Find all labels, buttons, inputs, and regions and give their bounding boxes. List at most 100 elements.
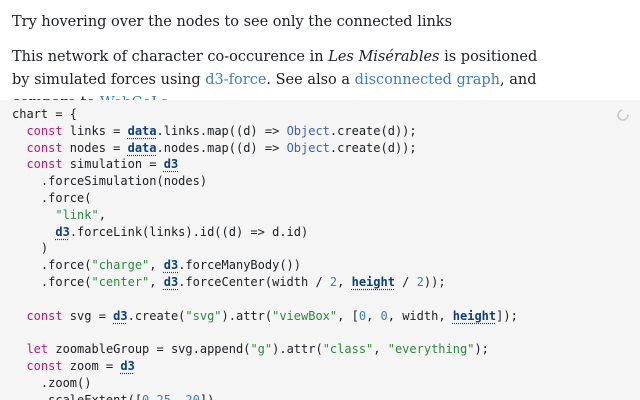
code-token — [12, 124, 26, 138]
code-token: zoom = — [62, 358, 121, 373]
code-token: , — [170, 392, 186, 400]
code-token: )); — [423, 274, 446, 289]
cell-reference[interactable]: data — [127, 140, 157, 155]
code-token: ) — [12, 241, 49, 256]
cell-reference[interactable]: d3 — [163, 274, 179, 289]
code-line: const links = data.links.map((d) => Obje… — [12, 123, 640, 140]
cell-reference[interactable]: d3 — [113, 308, 128, 323]
code-line: .forceSimulation(nodes) — [12, 173, 640, 190]
code-token: chart = { — [12, 107, 78, 121]
code-line — [12, 324, 640, 341]
d3-force-link[interactable]: d3-force — [205, 72, 267, 88]
code-string: "charge" — [91, 258, 150, 273]
code-number: 0 — [358, 308, 367, 323]
code-token: , — [149, 274, 164, 289]
code-editor[interactable]: chart = { const links = data.links.map((… — [0, 100, 640, 400]
code-token: .forceLink(links).id((d) => d.id) — [69, 224, 309, 239]
code-token: .create(d)); — [329, 140, 417, 155]
description-text: is positioned by simulated forces using — [12, 49, 538, 88]
code-token — [12, 309, 26, 323]
code-line: const nodes = data.nodes.map((d) => Obje… — [12, 140, 640, 157]
cell-reference[interactable]: d3 — [163, 258, 179, 273]
cell-reference[interactable]: d3 — [55, 224, 70, 239]
code-line: chart = { — [12, 106, 640, 123]
code-token: links = — [62, 123, 128, 138]
code-cell[interactable]: chart = { const links = data.links.map((… — [0, 100, 640, 400]
code-line: const zoom = d3 — [12, 358, 640, 375]
code-token: / — [394, 274, 417, 289]
code-line: .force("charge", d3.forceManyBody()) — [12, 257, 640, 274]
code-token: , — [149, 258, 164, 273]
code-token — [12, 225, 55, 239]
code-number: 2 — [329, 274, 338, 289]
code-number: 0 — [380, 308, 388, 323]
code-token: ).attr( — [221, 308, 273, 323]
code-line: .force("center", d3.forceCenter(width / … — [12, 274, 640, 291]
code-line: .zoom() — [12, 375, 640, 392]
code-token: svg = — [62, 308, 114, 323]
description-text: This network of character co-occurence i… — [12, 49, 329, 65]
code-token — [12, 208, 55, 222]
code-token: simulation = — [62, 157, 164, 172]
code-token: , [ — [337, 308, 359, 323]
code-token — [12, 359, 26, 373]
cell-reference[interactable]: d3 — [120, 358, 135, 373]
code-line: let zoomableGroup = svg.append("g").attr… — [12, 341, 640, 358]
code-token: .links.map((d) => — [156, 123, 287, 138]
code-token: , — [366, 308, 381, 323]
code-string: "svg" — [185, 308, 222, 323]
title-italic: Les Misérables — [328, 49, 440, 65]
code-token: .forceManyBody()) — [178, 258, 302, 273]
code-line: d3.forceLink(links).id((d) => d.id) — [12, 224, 640, 241]
code-token: , — [98, 207, 106, 222]
code-number: 0.25 — [142, 392, 171, 400]
code-token: .zoom() — [12, 375, 92, 390]
code-line: ) — [12, 240, 640, 257]
code-token: .nodes.map((d) => — [156, 140, 287, 155]
code-token: nodes = — [62, 140, 128, 155]
code-token: .forceSimulation(nodes) — [12, 174, 208, 189]
code-string: "viewBox" — [272, 308, 338, 323]
code-token: , width, — [387, 308, 453, 323]
code-keyword: const — [26, 358, 63, 373]
code-number: 2 — [416, 274, 424, 289]
code-string: "class" — [322, 342, 374, 357]
code-token: .create( — [127, 308, 186, 323]
code-token: Object — [286, 123, 330, 138]
code-token: ]); — [496, 308, 518, 323]
code-keyword: let — [26, 342, 49, 357]
disconnected-graph-link[interactable]: disconnected graph — [354, 72, 501, 88]
cell-reference[interactable]: data — [127, 123, 157, 138]
code-token: .create(d)); — [329, 123, 417, 138]
code-token: .force( — [12, 258, 92, 273]
code-string: "center" — [91, 274, 150, 289]
code-token — [12, 157, 26, 171]
code-token: ]) — [199, 392, 215, 400]
code-token — [12, 141, 26, 155]
code-number: 20 — [185, 392, 200, 400]
code-string: "g" — [250, 342, 273, 357]
code-token: , — [373, 342, 388, 357]
code-line: "link", — [12, 207, 640, 224]
code-keyword: const — [26, 157, 63, 172]
code-token: Object — [286, 140, 330, 155]
code-string: "link" — [55, 207, 99, 222]
code-keyword: const — [26, 308, 63, 323]
loading-spinner-icon — [617, 109, 629, 121]
code-token: .forceCenter(width / — [178, 274, 330, 289]
code-line — [12, 291, 640, 308]
code-line: const svg = d3.create("svg").attr("viewB… — [12, 308, 640, 325]
code-token: .force( — [12, 274, 92, 289]
cell-reference[interactable]: height — [351, 274, 395, 289]
description-text: . See also a — [266, 72, 355, 88]
code-line: .scaleExtent([0.25, 20]) — [12, 392, 640, 400]
cell-reference[interactable]: height — [452, 308, 497, 323]
cell-reference[interactable]: d3 — [163, 157, 179, 172]
code-line: .force( — [12, 190, 640, 207]
code-token — [12, 342, 26, 356]
code-line: const simulation = d3 — [12, 156, 640, 173]
code-token: .force( — [12, 190, 92, 205]
hover-hint: Try hovering over the nodes to see only … — [12, 14, 453, 30]
code-token: ).attr( — [272, 342, 323, 357]
code-token: ); — [474, 342, 489, 357]
